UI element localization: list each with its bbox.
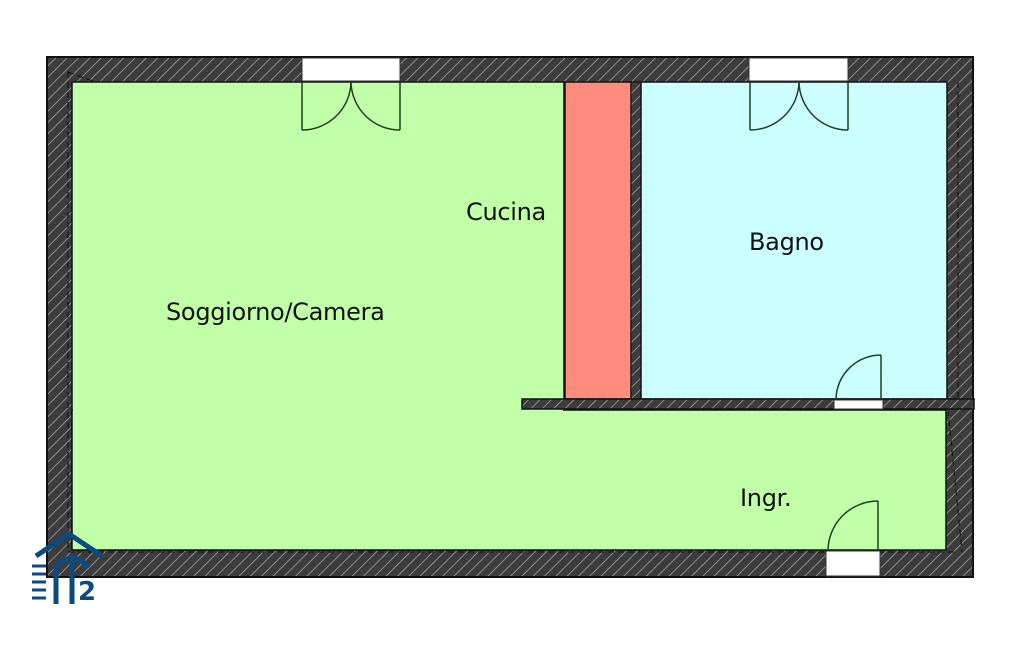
double-door-swing-soggiorno (301, 81, 401, 131)
label-soggiorno: Soggiorno/Camera (166, 298, 385, 326)
label-cucina: Cucina (466, 198, 546, 226)
logo-text: 2 (78, 577, 96, 607)
window-opening-bagno (748, 57, 849, 82)
window-opening-soggiorno (301, 57, 401, 82)
label-bagno: Bagno (749, 228, 824, 256)
wall-cucina-bagno (630, 81, 642, 401)
double-door-swing-bagno (749, 81, 849, 131)
door-swing-bagno (835, 354, 882, 400)
door-opening-bagno (833, 399, 884, 410)
door-swing-entrance (827, 500, 879, 552)
house-logo-icon (32, 530, 104, 604)
room-bagno (640, 81, 948, 400)
room-ingresso (71, 409, 947, 551)
room-cucina (564, 81, 632, 400)
door-opening-entrance (825, 550, 881, 577)
wall-internal-horizontal (521, 398, 975, 410)
label-ingresso: Ingr. (740, 484, 792, 512)
